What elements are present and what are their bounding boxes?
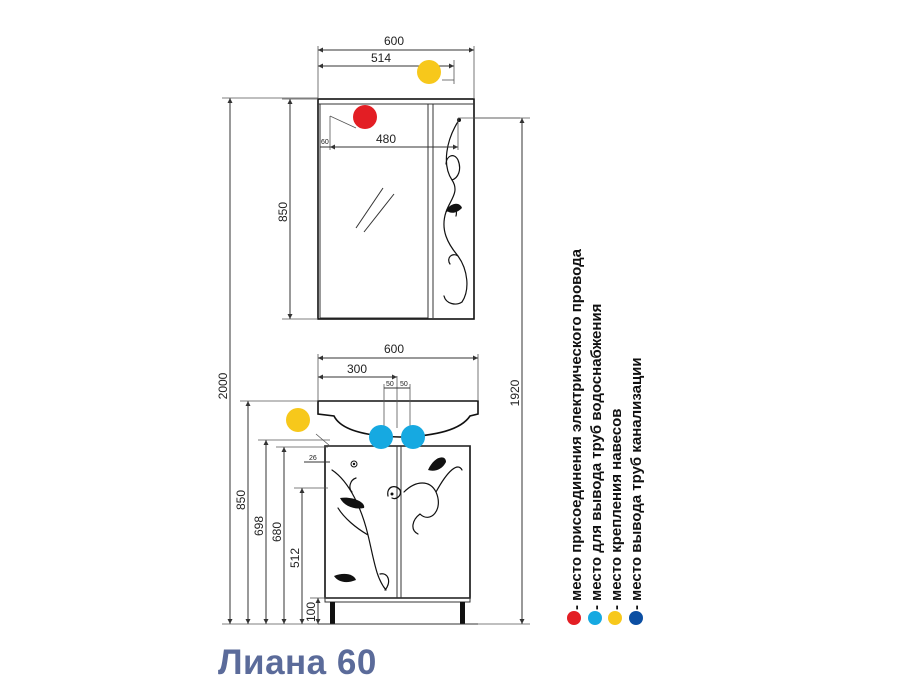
legend-item-water: - место для вывода труб водоснабжения <box>588 304 605 610</box>
vanity-unit: 600 300 50 50 850 698 680 512 100 26 <box>234 342 479 625</box>
legend-dot-yellow <box>608 611 622 625</box>
cyan-marker-pipe-left <box>369 425 393 449</box>
dim-mirror-height: 850 <box>276 202 290 222</box>
dim-pipe-left: 50 <box>386 381 394 388</box>
legend-dot-cyan <box>588 611 602 625</box>
dim-mirror-inner-width: 514 <box>371 51 391 65</box>
cyan-marker-pipe-right <box>401 425 425 449</box>
dim-total-height: 2000 <box>216 372 230 399</box>
vine-ornament-right-door <box>387 466 463 535</box>
dim-edge-offset: 26 <box>309 455 317 462</box>
legend-item-hangers: - место крепления навесов <box>608 409 625 610</box>
dim-h512: 512 <box>288 548 302 568</box>
legend-item-sewage: - место вывода труб канализации <box>628 357 645 610</box>
vine-ornament-left-door <box>331 469 390 591</box>
product-title: Лиана 60 <box>218 643 377 682</box>
dim-h698: 698 <box>252 516 266 536</box>
dim-h680: 680 <box>270 522 284 542</box>
dim-mirror-glass-width: 480 <box>376 132 396 146</box>
dim-mount-height: 1920 <box>508 379 522 406</box>
dim-mirror-left-offset: 60 <box>321 139 329 146</box>
dim-vanity-height: 850 <box>234 490 248 510</box>
legend: - место присоединения электрического про… <box>567 248 645 625</box>
dim-mirror-width: 600 <box>384 34 404 48</box>
red-marker-electric <box>353 105 377 129</box>
mirror-cabinet: 600 514 480 60 850 <box>276 34 520 320</box>
legend-dot-red <box>567 611 581 625</box>
legend-item-electric: - место присоединения электрического про… <box>568 248 585 610</box>
yellow-marker-mirror <box>417 60 441 84</box>
dim-vanity-half: 300 <box>347 362 367 376</box>
dim-pipe-right: 50 <box>400 381 408 388</box>
yellow-marker-vanity <box>286 408 310 432</box>
basin <box>317 400 479 438</box>
dim-vanity-width: 600 <box>384 342 404 356</box>
leg-right <box>460 602 465 624</box>
dim-leg-height: 100 <box>304 602 318 622</box>
leg-left <box>330 602 335 624</box>
legend-dot-blue <box>629 611 643 625</box>
